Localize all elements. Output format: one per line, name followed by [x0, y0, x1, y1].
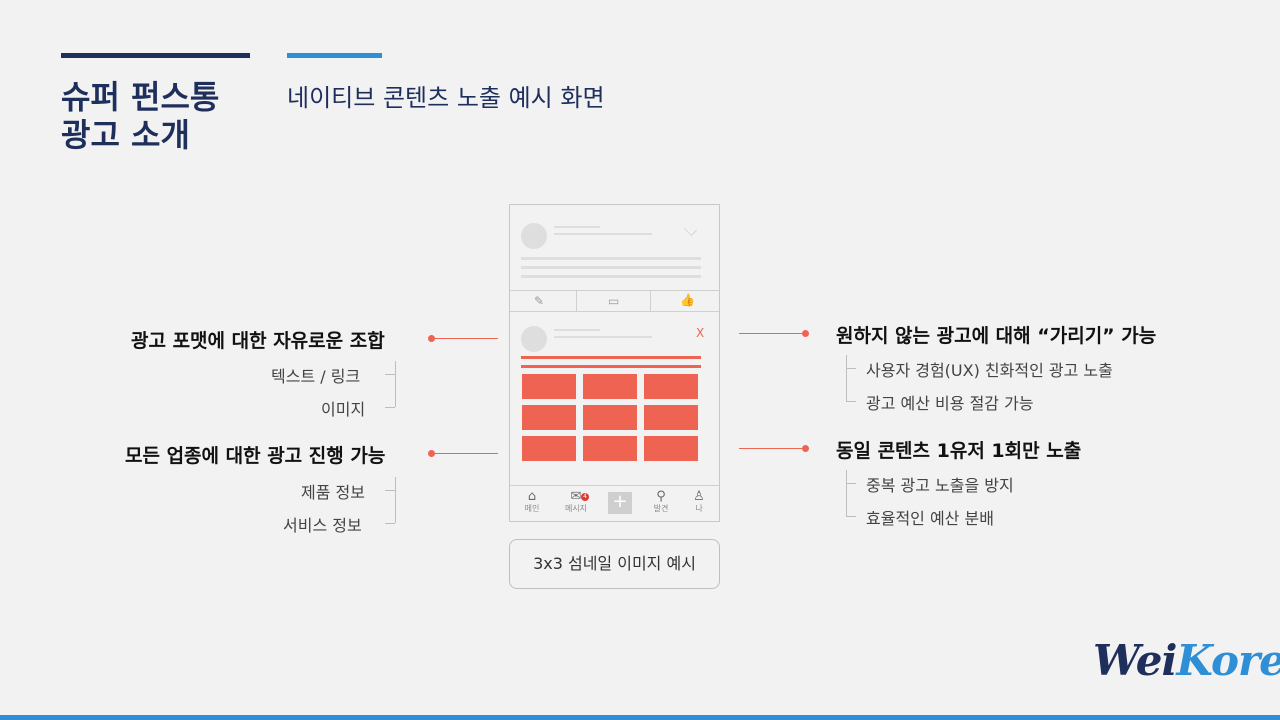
mail-icon: ✉ — [570, 489, 582, 504]
phone-mockup: ✎ ▭ 👍 X ⌂ 메인 ✉ 메시지 4 + ⚲ 발견 ♙ 나 — [509, 204, 720, 522]
plus-icon[interactable]: + — [608, 492, 632, 514]
ad-thumbnail[interactable] — [522, 436, 576, 461]
text-placeholder — [554, 336, 652, 338]
ad-thumbnail[interactable] — [644, 374, 698, 399]
bracket — [385, 407, 395, 408]
text-placeholder — [554, 233, 652, 235]
bracket — [846, 401, 856, 402]
right-heading-2: 동일 콘텐츠 1유저 1회만 노출 — [836, 440, 1082, 462]
divider — [510, 311, 719, 312]
page-subtitle: 네이티브 콘텐츠 노출 예시 화면 — [287, 84, 605, 112]
connector-dot — [802, 330, 809, 337]
connector-dot — [428, 450, 435, 457]
chevron-down-icon — [684, 223, 697, 236]
nav-label: 메시지 — [564, 504, 588, 513]
logo-part1: Wei — [1093, 636, 1177, 685]
text-placeholder — [554, 226, 600, 228]
right-item: 효율적인 예산 분배 — [866, 509, 994, 528]
nav-profile[interactable]: ♙ 나 — [685, 490, 713, 514]
weikorea-logo: WeiKorea — [1093, 636, 1280, 685]
text-placeholder — [521, 266, 701, 269]
bracket — [846, 516, 856, 517]
connector-dot — [428, 335, 435, 342]
divider — [650, 291, 651, 311]
edit-icon[interactable]: ✎ — [534, 294, 545, 308]
ad-thumbnail[interactable] — [522, 374, 576, 399]
left-item: 이미지 — [321, 400, 366, 419]
ad-text-line — [521, 356, 701, 359]
text-placeholder — [521, 257, 701, 260]
left-heading-1: 광고 포맷에 대한 자유로운 조합 — [131, 330, 385, 352]
bottom-accent-bar — [0, 715, 1280, 720]
ad-thumbnail[interactable] — [522, 405, 576, 430]
avatar-placeholder — [521, 326, 547, 352]
notification-badge: 4 — [581, 493, 589, 501]
divider — [510, 290, 719, 291]
nav-discover[interactable]: ⚲ 발견 — [647, 490, 675, 514]
nav-label: 메인 — [524, 504, 540, 513]
connector-line — [739, 448, 805, 449]
nav-label: 발견 — [653, 504, 669, 513]
divider — [576, 291, 577, 311]
connector-line — [432, 453, 498, 454]
close-icon[interactable]: X — [696, 326, 705, 340]
ad-thumbnail[interactable] — [644, 436, 698, 461]
like-icon[interactable]: 👍 — [680, 293, 695, 307]
user-icon: ♙ — [693, 489, 705, 504]
bracket — [846, 483, 856, 484]
mockup-caption: 3x3 섬네일 이미지 예시 — [509, 539, 720, 589]
ad-thumbnail[interactable] — [583, 436, 637, 461]
connector-dot — [802, 445, 809, 452]
text-placeholder — [521, 275, 701, 278]
ad-thumbnail[interactable] — [583, 405, 637, 430]
page-title: 슈퍼 펀스통 광고 소개 — [61, 78, 219, 154]
page-title-line2: 광고 소개 — [61, 116, 190, 154]
bracket — [385, 523, 395, 524]
right-item: 사용자 경험(UX) 친화적인 광고 노출 — [866, 361, 1113, 380]
bracket — [385, 477, 396, 523]
connector-line — [432, 338, 498, 339]
subtitle-accent-bar — [287, 53, 382, 58]
text-placeholder — [554, 329, 600, 331]
right-item: 중복 광고 노출을 방지 — [866, 476, 1014, 495]
left-item: 제품 정보 — [301, 483, 365, 502]
bracket — [846, 470, 857, 516]
right-item: 광고 예산 비용 절감 가능 — [866, 394, 1034, 413]
bracket — [846, 355, 857, 401]
divider — [510, 485, 719, 486]
right-heading-1: 원하지 않는 광고에 대해 “가리기” 가능 — [836, 325, 1157, 347]
ad-thumbnail[interactable] — [583, 374, 637, 399]
nav-label: 나 — [695, 504, 703, 513]
logo-part2: Korea — [1176, 636, 1280, 685]
home-icon: ⌂ — [527, 489, 537, 504]
left-item: 텍스트 / 링크 — [271, 367, 361, 386]
comment-icon[interactable]: ▭ — [608, 294, 620, 308]
title-accent-bar — [61, 53, 250, 58]
ad-text-line — [521, 365, 701, 368]
search-icon: ⚲ — [656, 489, 666, 504]
bracket — [385, 361, 396, 407]
page-title-line1: 슈퍼 펀스통 — [61, 78, 220, 116]
bracket — [385, 490, 395, 491]
bracket — [846, 368, 856, 369]
avatar-placeholder — [521, 223, 547, 249]
bracket — [385, 374, 395, 375]
ad-thumbnail[interactable] — [644, 405, 698, 430]
nav-messages[interactable]: ✉ 메시지 — [562, 490, 590, 514]
connector-line — [739, 333, 805, 334]
left-item: 서비스 정보 — [283, 516, 362, 535]
nav-home[interactable]: ⌂ 메인 — [518, 490, 546, 514]
left-heading-2: 모든 업종에 대한 광고 진행 가능 — [125, 445, 386, 467]
